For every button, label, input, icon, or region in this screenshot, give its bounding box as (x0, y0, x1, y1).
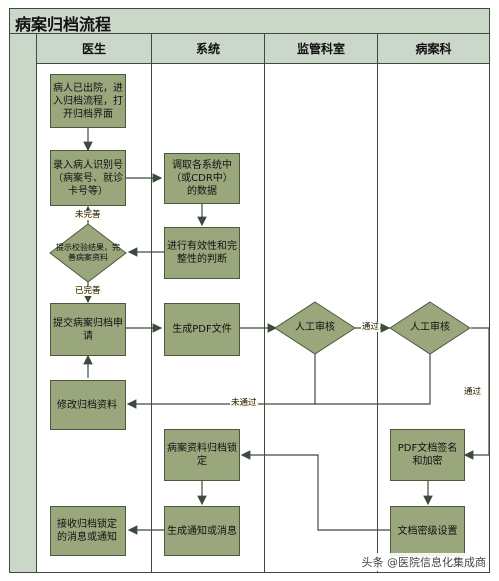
step-enter-id: 录入病人识别号（病案号、就诊卡号等） (50, 150, 126, 206)
edge-d2-n7-fail (126, 354, 316, 409)
step-confidentiality: 文档密级设置 (390, 506, 465, 556)
decision-validate (49, 223, 127, 283)
lane-header-supervision: 监管科室 (265, 34, 378, 64)
step-submit-request: 提交病案归档申请 (50, 303, 126, 356)
lane-divider (151, 64, 152, 572)
step-receive-notice: 接收归档锁定的消息或通知 (50, 506, 126, 556)
watermark: 头条 @医院信息化集成商 (358, 553, 489, 571)
edge-n10-n9 (240, 450, 390, 531)
label-complete: 已完善 (74, 286, 102, 297)
decision-review-supervision-label: 人工审核 (295, 322, 335, 333)
step-fetch-data: 调取各系统中（或CDR中）的数据 (164, 153, 240, 204)
step-modify-docs: 修改归档资料 (50, 380, 126, 430)
lane-header-system: 系统 (152, 34, 265, 64)
edge-d3-n7-fail (315, 354, 431, 405)
label-incomplete: 未完善 (74, 210, 102, 221)
label-pass-2: 通过 (463, 387, 483, 398)
step-discharged: 病人已出院，进入归档流程，打开归档界面 (50, 74, 126, 128)
step-pdf-sign: PDF文档签名和加密 (390, 429, 465, 481)
diagram-title: 病案归档流程 (15, 15, 112, 34)
left-strip (10, 34, 37, 572)
decision-validate-label: 提示校验结果，完善病案资料 (56, 243, 120, 262)
label-pass-1: 通过 (361, 322, 381, 333)
step-generate-notice: 生成通知或消息 (164, 506, 240, 556)
lane-header-records: 病案科 (378, 34, 489, 64)
lane-divider (264, 64, 265, 572)
decision-review-records (389, 301, 471, 355)
step-generate-pdf: 生成PDF文件 (164, 303, 240, 356)
lane-divider (377, 64, 378, 572)
step-validate: 进行有效性和完整性的判断 (164, 227, 240, 279)
decision-review-supervision (274, 301, 356, 355)
edge-d3-n8-pass (463, 327, 490, 460)
decision-review-records-label: 人工审核 (410, 322, 450, 333)
label-fail: 未通过 (230, 398, 258, 409)
title-bar: 病案归档流程 (10, 9, 489, 34)
step-archive-lock: 病案资料归档锁定 (164, 429, 240, 481)
lane-header-doctor: 医生 (37, 34, 152, 64)
